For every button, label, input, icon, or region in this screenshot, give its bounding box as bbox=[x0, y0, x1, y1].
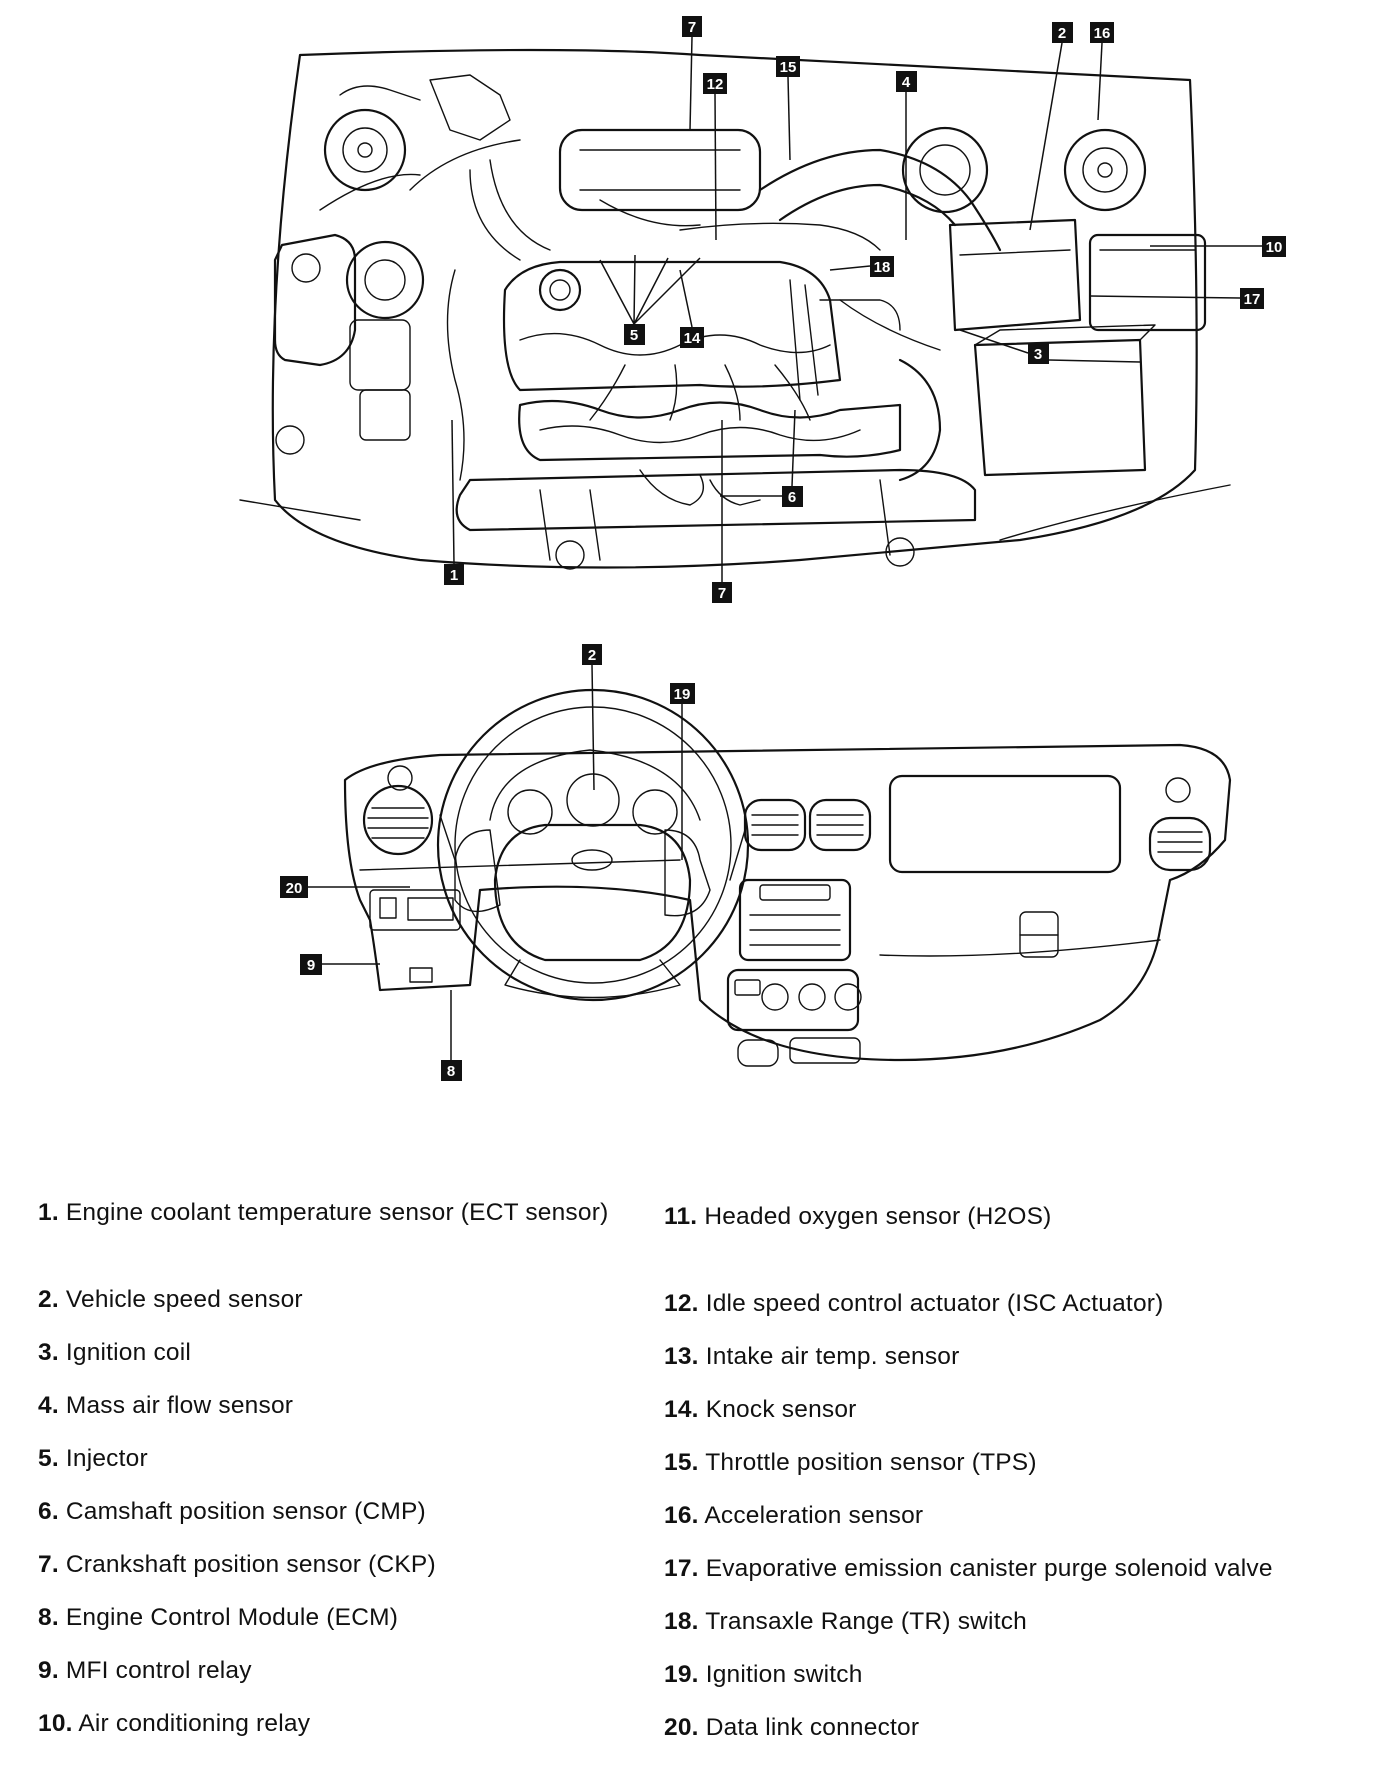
svg-text:7: 7 bbox=[718, 585, 726, 602]
callout-19: 19 bbox=[670, 683, 695, 704]
callout-18: 18 bbox=[870, 256, 894, 277]
svg-text:2: 2 bbox=[1058, 25, 1066, 42]
legend-item-20: 20. Data link connector bbox=[664, 1714, 920, 1741]
engine-callouts: 7 12 15 4 2 16 10 17 18 3 5 14 bbox=[444, 16, 1286, 603]
legend-item-9: 9. MFI control relay bbox=[38, 1657, 252, 1684]
legend-item-12: 12. Idle speed control actuator (ISC Act… bbox=[664, 1290, 1164, 1317]
callout-8: 8 bbox=[441, 1060, 462, 1081]
svg-text:8: 8 bbox=[447, 1063, 455, 1080]
callout-16: 16 bbox=[1090, 22, 1114, 43]
legend-item-6: 6. Camshaft position sensor (CMP) bbox=[38, 1498, 426, 1525]
callout-14: 14 bbox=[680, 327, 704, 348]
legend-item-18: 18. Transaxle Range (TR) switch bbox=[664, 1608, 1027, 1635]
callout-4: 4 bbox=[896, 71, 917, 92]
legend-item-3: 3. Ignition coil bbox=[38, 1339, 192, 1366]
svg-text:14: 14 bbox=[684, 330, 701, 347]
legend-item-5: 5. Injector bbox=[38, 1445, 148, 1472]
callout-6: 6 bbox=[782, 486, 803, 507]
callout-20: 20 bbox=[280, 876, 308, 898]
legend-item-14: 14. Knock sensor bbox=[664, 1396, 857, 1423]
svg-text:3: 3 bbox=[1034, 346, 1042, 363]
svg-text:6: 6 bbox=[788, 489, 796, 506]
legend-item-11: 11. Headed oxygen sensor (H2OS) bbox=[664, 1203, 1052, 1230]
callout-2-engine: 2 bbox=[1052, 22, 1073, 43]
svg-text:12: 12 bbox=[707, 76, 724, 93]
callout-3: 3 bbox=[1028, 343, 1049, 364]
engine-bay-drawing bbox=[239, 48, 1231, 570]
callout-2-dash: 2 bbox=[582, 644, 602, 665]
svg-text:16: 16 bbox=[1094, 25, 1111, 42]
svg-text:15: 15 bbox=[780, 59, 797, 76]
svg-text:18: 18 bbox=[874, 259, 891, 276]
callout-5: 5 bbox=[624, 324, 645, 345]
legend-item-13: 13. Intake air temp. sensor bbox=[664, 1343, 960, 1370]
callout-15: 15 bbox=[776, 56, 800, 77]
callout-7-bottom: 7 bbox=[712, 582, 732, 603]
svg-text:10: 10 bbox=[1266, 239, 1283, 256]
svg-text:9: 9 bbox=[307, 957, 315, 974]
legend-item-15: 15. Throttle position sensor (TPS) bbox=[664, 1449, 1037, 1476]
svg-text:19: 19 bbox=[674, 686, 691, 703]
svg-text:17: 17 bbox=[1244, 291, 1261, 308]
dashboard-callouts: 2 19 20 9 8 bbox=[280, 644, 695, 1081]
legend-item-4: 4. Mass air flow sensor bbox=[38, 1392, 294, 1419]
callout-7-top: 7 bbox=[682, 16, 702, 37]
legend-item-1: 1. Engine coolant temperature sensor (EC… bbox=[38, 1199, 609, 1226]
callout-17: 17 bbox=[1240, 288, 1264, 309]
dashboard-drawing bbox=[343, 688, 1232, 1067]
svg-text:1: 1 bbox=[450, 567, 458, 584]
svg-text:20: 20 bbox=[286, 880, 303, 897]
callout-1: 1 bbox=[444, 564, 464, 585]
component-location-diagram: 7 12 15 4 2 16 10 17 18 3 5 14 bbox=[239, 16, 1286, 1081]
svg-text:7: 7 bbox=[688, 19, 696, 36]
svg-text:4: 4 bbox=[902, 74, 911, 91]
callout-9: 9 bbox=[300, 954, 322, 975]
callout-12: 12 bbox=[703, 73, 727, 94]
legend-item-16: 16. Acceleration sensor bbox=[664, 1502, 924, 1529]
callout-10: 10 bbox=[1262, 236, 1286, 257]
legend-item-7: 7. Crankshaft position sensor (CKP) bbox=[38, 1551, 436, 1578]
legend-item-19: 19. Ignition switch bbox=[664, 1661, 863, 1688]
svg-text:2: 2 bbox=[588, 647, 596, 664]
legend-item-2: 2. Vehicle speed sensor bbox=[38, 1286, 303, 1313]
legend-item-17: 17. Evaporative emission canister purge … bbox=[664, 1555, 1273, 1582]
svg-text:5: 5 bbox=[630, 327, 638, 344]
legend-item-10: 10. Air conditioning relay bbox=[38, 1710, 311, 1737]
legend-item-8: 8. Engine Control Module (ECM) bbox=[38, 1604, 399, 1631]
